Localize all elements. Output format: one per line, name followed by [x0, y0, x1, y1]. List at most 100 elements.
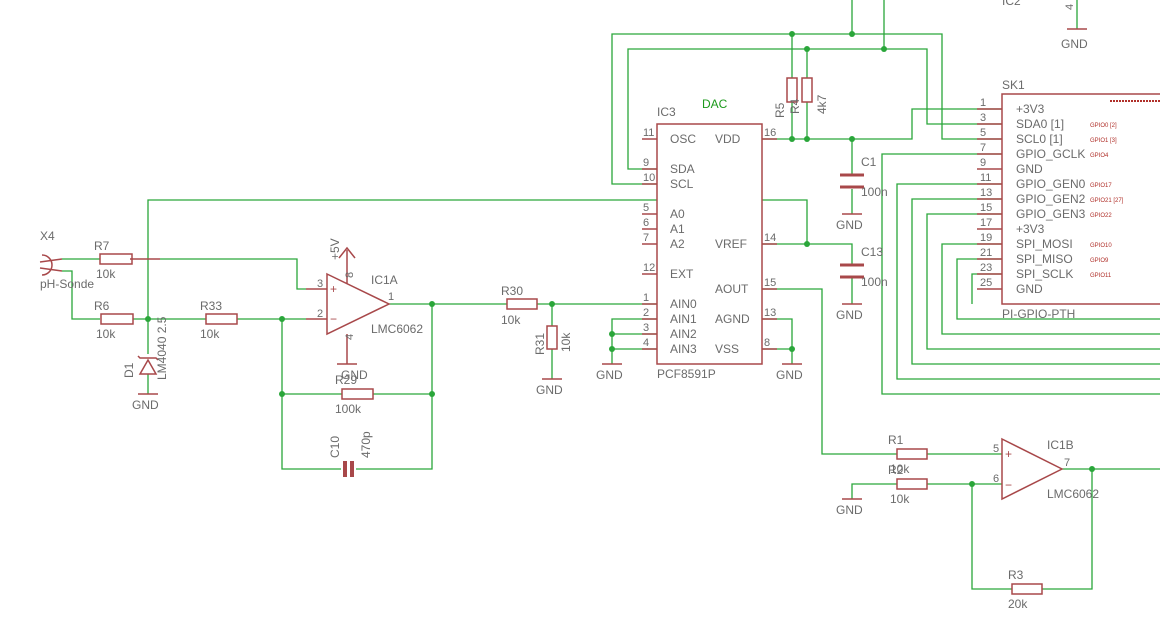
- wire-vdd: [762, 108, 1002, 140]
- wire: [971, 484, 1012, 590]
- r4-ref: R4: [788, 98, 802, 114]
- connector-symbol: [41, 254, 53, 276]
- sk1-gpio-label: GPIO4: [1090, 153, 1109, 159]
- resistor-body: [546, 325, 558, 350]
- ic3-pin-number: 14: [764, 232, 776, 244]
- resistor-body: [1011, 583, 1043, 595]
- gnd-symbols: GND GND GND GND GND GND GND GND: [132, 28, 1088, 517]
- sk1-pin-name: GND: [1016, 162, 1043, 176]
- gnd-symbol: GND: [836, 303, 863, 322]
- wire: [281, 319, 341, 470]
- junction-dot: [279, 316, 285, 322]
- wire: [1042, 468, 1160, 590]
- c13-value: 100n: [861, 275, 888, 289]
- wire-bus: [926, 213, 1160, 350]
- c13-ref: C13: [861, 245, 883, 259]
- ic1b-opamp: + − 5 6 7 IC1B LMC6062: [993, 437, 1099, 501]
- ic1a-opamp: + − 3 2 1 4 IC1A LMC6062: [306, 272, 423, 340]
- ic3-pin-name: AOUT: [715, 282, 749, 296]
- resistor-body: [205, 313, 238, 325]
- sk1-gpio-label: GPIO10: [1090, 243, 1112, 249]
- sk1-pin-name: SCL0 [1]: [1016, 132, 1063, 146]
- junction-dot: [609, 346, 615, 352]
- c13-capacitor: C13 100n: [840, 245, 888, 289]
- ic3-pin-name: AIN1: [670, 312, 697, 326]
- ic3-pin-number: 5: [643, 202, 649, 214]
- resistor-body: [896, 478, 928, 490]
- resistor-body: [801, 77, 813, 103]
- sk1-pin-name: SPI_MOSI: [1016, 237, 1073, 251]
- gnd-symbol: GND: [1061, 28, 1088, 51]
- sk1-pin-number: 11: [980, 172, 991, 184]
- sk1-pin-number: 5: [980, 127, 986, 139]
- d1-zener-diode: D1 LM4040 2.5: [122, 316, 169, 380]
- plus-sign: +: [330, 282, 337, 296]
- wire-sda: [627, 48, 1002, 170]
- junction-dot: [804, 46, 810, 52]
- x4-ref: X4: [40, 229, 55, 243]
- ic3-pin-name: AIN3: [670, 342, 697, 356]
- junction-dot: [849, 31, 855, 37]
- r33-value: 10k: [200, 327, 220, 341]
- wire-scl: [611, 33, 1002, 185]
- ic3-pin-number: 10: [643, 172, 655, 184]
- sk1-pin-name: SPI_SCLK: [1016, 267, 1073, 281]
- r1-value: 10k: [890, 462, 910, 476]
- ic3-pin-name: A0: [670, 207, 685, 221]
- ic3-pin-name: VDD: [715, 132, 741, 146]
- gnd-label: GND: [1061, 37, 1088, 51]
- junction-dot: [969, 481, 975, 487]
- c10-value: 470p: [359, 431, 373, 458]
- r30-value: 10k: [501, 313, 521, 327]
- junction-dot: [429, 301, 435, 307]
- sk1-pin-name: GPIO_GCLK: [1016, 147, 1085, 161]
- r31-ref: R31: [533, 333, 547, 355]
- x4-connector: X4 pH-Sonde: [39, 229, 94, 291]
- junction-dot: [849, 136, 855, 142]
- r30-ref: R30: [501, 284, 523, 298]
- wire: [762, 243, 853, 264]
- x4-value: pH-Sonde: [40, 277, 94, 291]
- r3-value: 20k: [1008, 597, 1028, 611]
- r4-resistor: R4 4k7: [788, 77, 829, 114]
- r31-value: 10k: [559, 332, 573, 352]
- ic1b-pin-out: 7: [1064, 457, 1070, 469]
- sk1-pin-name: SDA0 [1]: [1016, 117, 1064, 131]
- sk1-pin-number: 13: [980, 187, 992, 199]
- sk1-pin-name: GND: [1016, 282, 1043, 296]
- resistor-body: [896, 448, 928, 460]
- gnd-label: GND: [776, 368, 803, 382]
- ic1a-pin-vcc: 8: [344, 272, 356, 278]
- sk1-gpio-label: GPIO1 [3]: [1090, 138, 1117, 144]
- opamp-triangle: [326, 272, 391, 336]
- connector-pin: [39, 267, 63, 272]
- sk1-gpio-label: GPIO17: [1090, 183, 1112, 189]
- c1-value: 100n: [861, 185, 888, 199]
- gnd-label: GND: [836, 503, 863, 517]
- d1-value: LM4040 2.5: [155, 316, 169, 380]
- r5-resistor: R5: [773, 77, 798, 118]
- r5-ref: R5: [773, 102, 787, 118]
- ic2-pin: 4: [1064, 4, 1076, 10]
- sk1-pin-number: 1: [980, 97, 986, 109]
- ic3-pin-name: A2: [670, 237, 685, 251]
- sk1-pin-name: SPI_MISO: [1016, 252, 1073, 266]
- sk1-pin-name: +3V3: [1016, 102, 1045, 116]
- resistor-body: [786, 77, 798, 103]
- sk1-gpio-label: GPIO11: [1090, 273, 1112, 279]
- ic3-group: DAC: [702, 97, 728, 111]
- wire-bus: [941, 243, 1160, 335]
- gnd-symbol: GND: [337, 334, 368, 382]
- r2-value: 10k: [890, 492, 910, 506]
- sk1-gpio-label: GPIO21 [27]: [1090, 198, 1124, 204]
- ic3-pin-number: 11: [643, 127, 654, 139]
- plus-sign: +: [1005, 447, 1012, 461]
- minus-sign: −: [1005, 478, 1012, 492]
- ic3-pin-name: SCL: [670, 177, 694, 191]
- connector-pin: [39, 258, 63, 263]
